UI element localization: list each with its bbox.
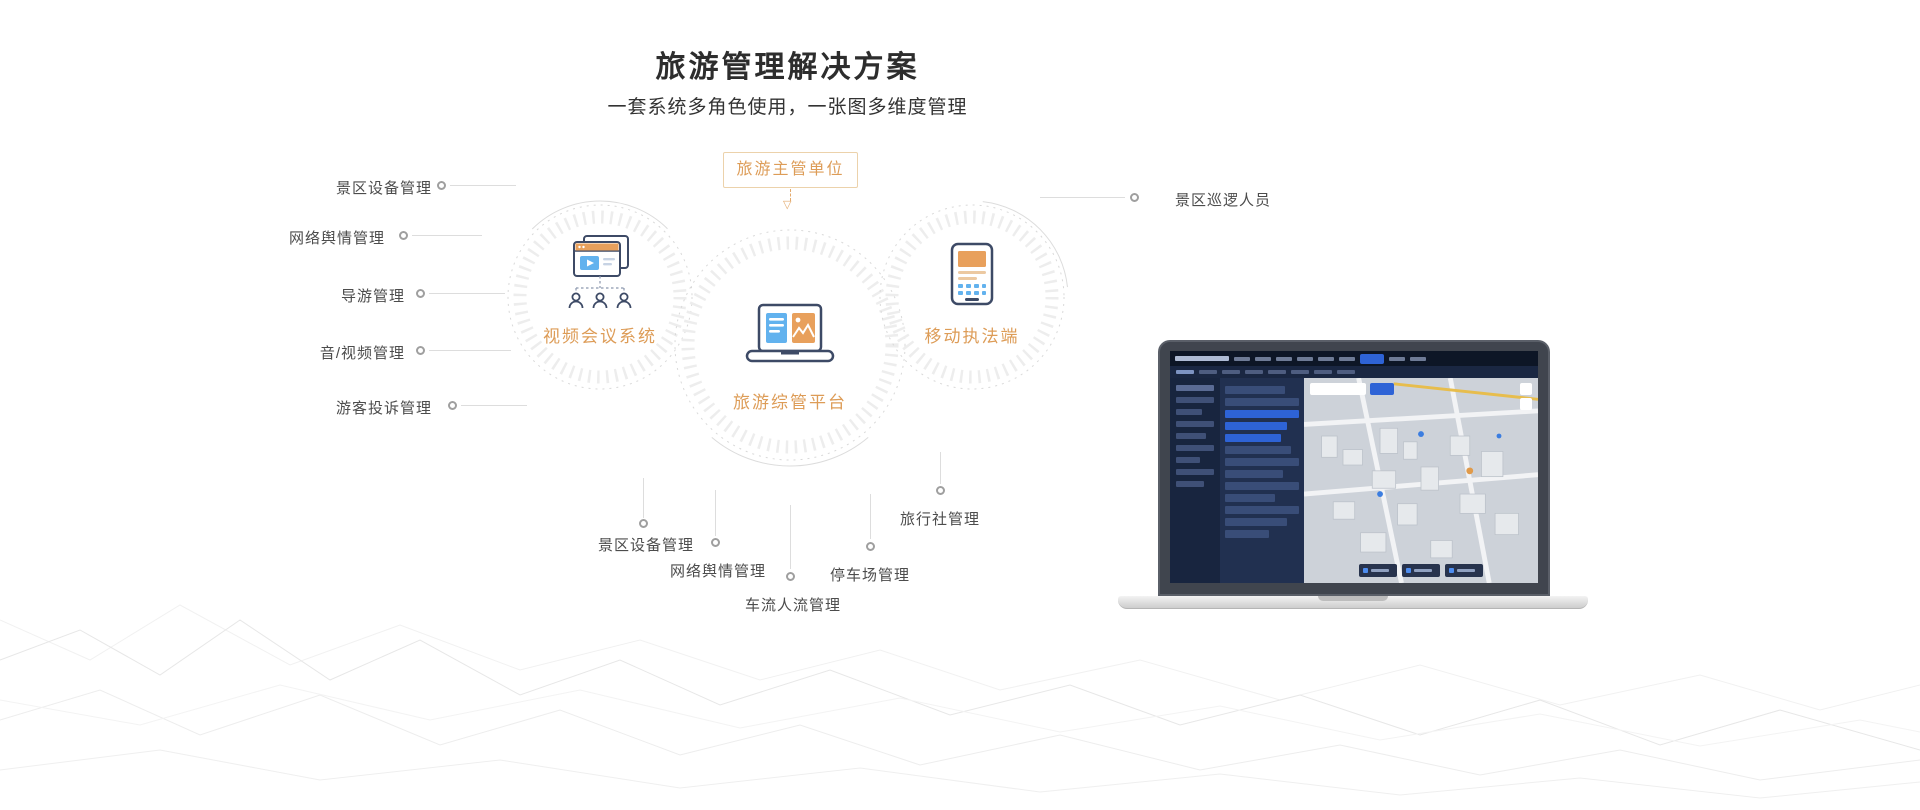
left-line-0 xyxy=(450,185,516,186)
left-dot-0 xyxy=(437,181,446,190)
bottom-line-3 xyxy=(870,494,871,539)
bottom-label-3: 停车场管理 xyxy=(829,567,910,584)
left-label-1: 网络舆情管理 xyxy=(288,230,385,247)
node-label-video-system: 视频会议系统 xyxy=(543,327,657,346)
dashboard-active-tab xyxy=(1360,353,1384,364)
dashboard-map xyxy=(1304,378,1538,583)
dashboard-logo xyxy=(1175,356,1229,361)
left-label-4: 游客投诉管理 xyxy=(335,400,432,417)
dashboard-sidebar-secondary xyxy=(1220,378,1304,583)
arrow-down-icon: ▽ xyxy=(783,199,792,211)
ring-mobile xyxy=(872,197,1072,402)
page-subtitle: 一套系统多角色使用，一张图多维度管理 xyxy=(607,97,968,118)
background-mountains xyxy=(0,604,1920,799)
map-search-bar xyxy=(1310,383,1394,395)
laptop-base-notch xyxy=(1318,596,1388,601)
bottom-line-2 xyxy=(790,505,791,569)
bottom-dot-2 xyxy=(786,572,795,581)
left-line-4 xyxy=(461,405,527,406)
bottom-dot-0 xyxy=(639,519,648,528)
dashboard-ui xyxy=(1170,351,1538,583)
page-title: 旅游管理解决方案 xyxy=(655,51,920,84)
mobile-enforcement-icon xyxy=(950,242,994,311)
left-label-0: 景区设备管理 xyxy=(335,180,432,197)
dashboard-subnav xyxy=(1170,366,1538,378)
video-conference-icon xyxy=(558,230,642,317)
dashboard-topnav xyxy=(1170,351,1538,366)
map-zoom-controls xyxy=(1520,383,1532,410)
left-dot-1 xyxy=(399,231,408,240)
left-line-2 xyxy=(429,293,505,294)
left-line-1 xyxy=(412,235,482,236)
bottom-line-4 xyxy=(940,452,941,484)
left-dot-2 xyxy=(416,289,425,298)
left-label-2: 导游管理 xyxy=(340,288,405,305)
right-label-0: 景区巡逻人员 xyxy=(1175,192,1272,209)
node-label-mobile: 移动执法端 xyxy=(924,327,1020,346)
bottom-label-2: 车流人流管理 xyxy=(745,597,842,614)
zoom-out-icon xyxy=(1520,398,1532,410)
bottom-line-1 xyxy=(715,490,716,536)
ring-video-system xyxy=(500,197,700,402)
authority-box: 旅游主管单位 xyxy=(723,152,858,188)
bottom-label-0: 景区设备管理 xyxy=(598,537,695,554)
node-label-platform: 旅游综管平台 xyxy=(733,393,847,412)
left-dot-3 xyxy=(416,346,425,355)
laptop-base xyxy=(1118,596,1588,609)
laptop-screen xyxy=(1158,340,1550,596)
bottom-label-4: 旅行社管理 xyxy=(899,511,980,528)
map-search-input xyxy=(1310,383,1366,395)
right-dot-0 xyxy=(1130,193,1139,202)
ring-platform xyxy=(665,220,915,475)
map-graphic xyxy=(1304,378,1538,583)
zoom-in-icon xyxy=(1520,383,1532,395)
bottom-dot-3 xyxy=(866,542,875,551)
platform-laptop-icon xyxy=(744,303,836,370)
bottom-dot-4 xyxy=(936,486,945,495)
map-bottom-toolbar xyxy=(1359,564,1483,577)
bottom-line-0 xyxy=(643,478,644,518)
left-label-3: 音/视频管理 xyxy=(319,345,405,362)
dashboard-sidebar-primary xyxy=(1170,378,1220,583)
left-line-3 xyxy=(429,350,511,351)
dashboard-body xyxy=(1170,378,1538,583)
right-line-0 xyxy=(1040,197,1125,198)
map-search-button xyxy=(1370,383,1394,395)
bottom-dot-1 xyxy=(711,538,720,547)
left-dot-4 xyxy=(448,401,457,410)
bottom-label-1: 网络舆情管理 xyxy=(670,563,767,580)
authority-connector-line xyxy=(790,189,791,201)
laptop-mockup xyxy=(1118,340,1588,612)
dashboard-selected-row xyxy=(1225,410,1299,418)
